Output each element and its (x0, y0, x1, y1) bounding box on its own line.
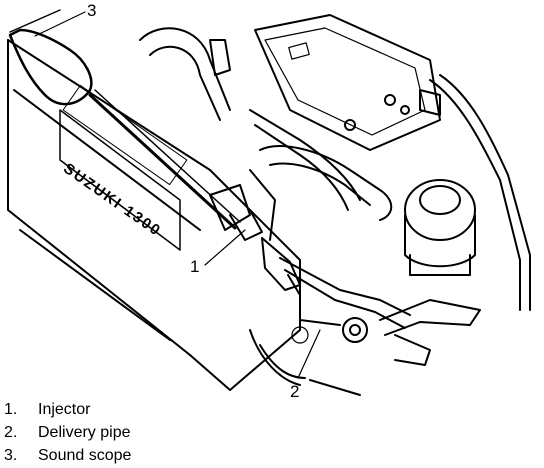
legend-item-injector: 1. Injector (4, 398, 131, 421)
callout-number-2: 2 (290, 382, 300, 401)
engine-block-lower (249, 326, 361, 396)
callout-leader-2 (297, 329, 321, 379)
parts-legend: 1. Injector 2. Delivery pipe 3. Sound scope (4, 398, 131, 467)
legend-item-delivery-pipe: 2. Delivery pipe (4, 421, 131, 444)
callout-leaders (34, 11, 321, 379)
legend-item-sound-scope: 3. Sound scope (4, 444, 131, 467)
legend-number: 3. (4, 447, 18, 464)
injector (209, 184, 301, 296)
callout-leader-1 (204, 229, 246, 266)
callout-number-3: 3 (87, 1, 97, 20)
delivery-pipe (279, 257, 411, 343)
callout-number-1: 1 (190, 257, 200, 276)
pressure-regulator (404, 179, 476, 276)
legend-number: 1. (4, 401, 18, 418)
vacuum-hoses (379, 74, 531, 366)
suzuki-1300-embossed-mark (62, 84, 188, 186)
callout-leader-3 (34, 11, 86, 37)
air-box (254, 14, 441, 151)
legend-label: Delivery pipe (38, 424, 131, 441)
legend-label: Injector (38, 401, 91, 418)
legend-number: 2. (4, 424, 18, 441)
legend-label: Sound scope (38, 447, 132, 464)
intake-hoses (139, 27, 393, 241)
valve-cover (7, 39, 301, 391)
sound-scope (8, 9, 241, 230)
